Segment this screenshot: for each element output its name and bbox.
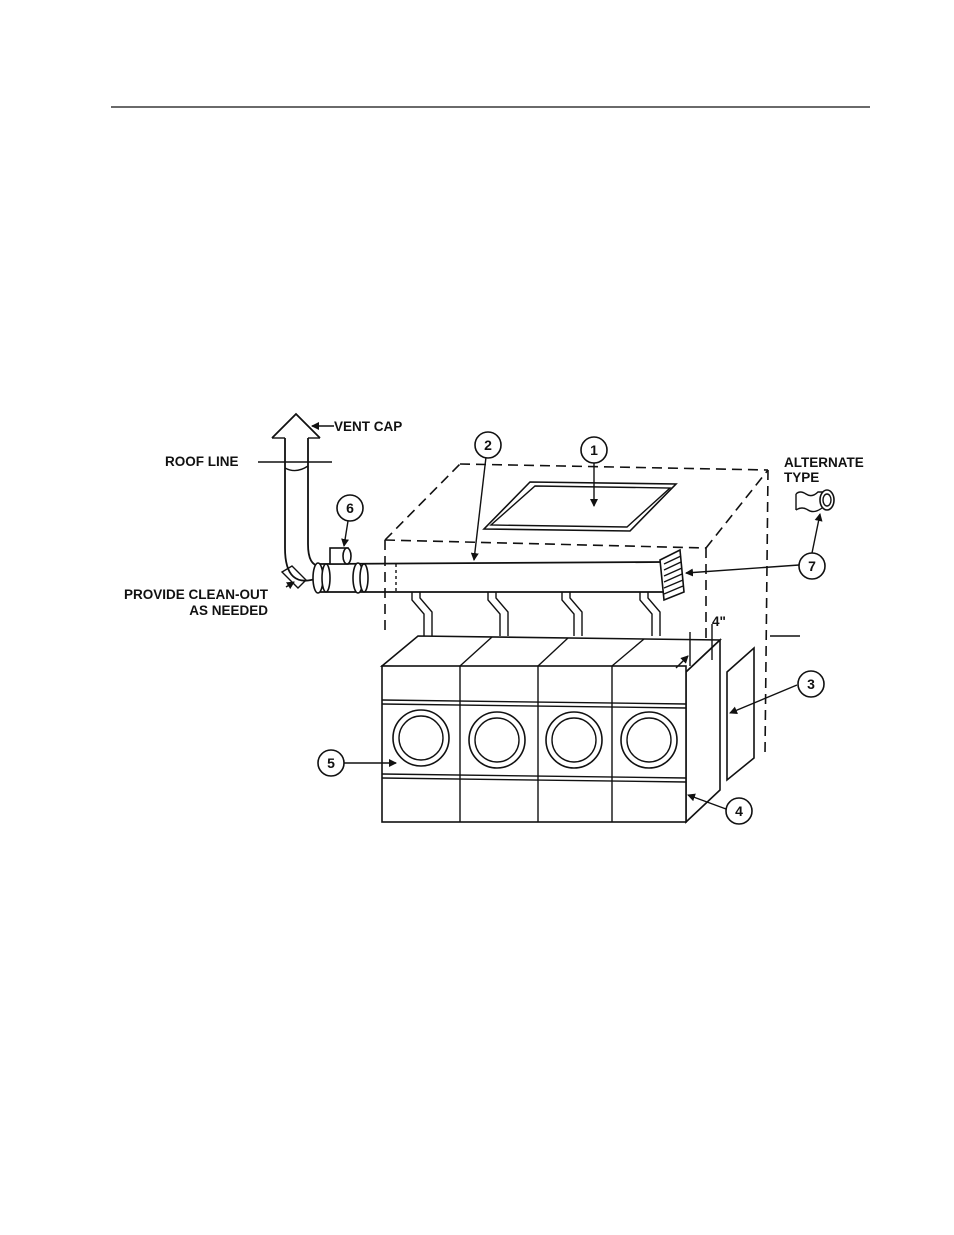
vent-cap-label: VENT CAP <box>334 419 402 434</box>
callout-6: 6 <box>337 495 363 521</box>
vent-stack <box>282 438 320 588</box>
clearance-label: 4" <box>712 614 726 629</box>
callout-6-label: 6 <box>346 500 354 516</box>
clean-out-cap <box>330 548 351 564</box>
alternate-type-label-line1: ALTERNATE <box>784 455 864 470</box>
callout-4-label: 4 <box>735 803 743 819</box>
callout-4: 4 <box>726 798 752 824</box>
alternate-type-vent <box>796 490 834 512</box>
dryer-bank <box>382 636 720 822</box>
roof-line-label: ROOF LINE <box>165 454 239 469</box>
makeup-air-opening <box>484 482 676 531</box>
callout-1: 1 <box>581 437 607 463</box>
dryer-connectors <box>412 592 660 636</box>
callout-3-label: 3 <box>807 676 815 692</box>
callout-5: 5 <box>318 750 344 776</box>
callout-2-label: 2 <box>484 437 492 453</box>
alternate-type-label-line2: TYPE <box>784 470 819 485</box>
clean-out-label-line2: AS NEEDED <box>189 603 268 618</box>
main-duct <box>313 562 664 593</box>
callout-1-label: 1 <box>590 442 598 458</box>
callout-3: 3 <box>798 671 824 697</box>
callout-7: 7 <box>799 553 825 579</box>
clean-out-label-line1: PROVIDE CLEAN-OUT <box>124 587 269 602</box>
callout-7-label: 7 <box>808 558 816 574</box>
callout-5-label: 5 <box>327 755 335 771</box>
access-door <box>727 636 800 780</box>
callout-2: 2 <box>475 432 501 458</box>
duct-end-grille <box>660 550 684 600</box>
